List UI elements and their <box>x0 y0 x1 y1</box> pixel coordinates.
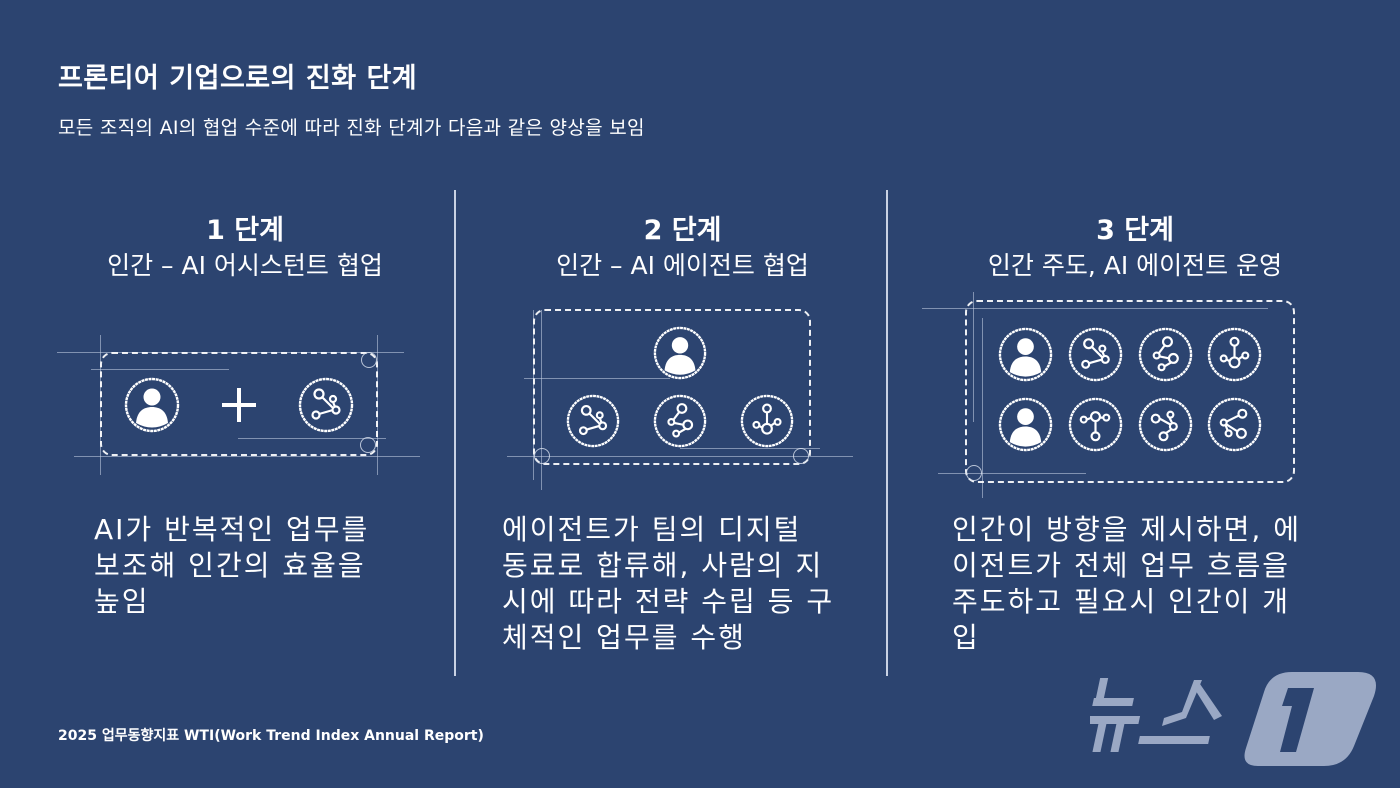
guide-line <box>973 292 974 422</box>
agent-network-icon <box>653 394 707 448</box>
stage-1-description: AI가 반복적인 업무를 보조해 인간의 효율을 높임 <box>94 513 370 618</box>
agent-network-icon <box>1138 397 1193 452</box>
guide-line <box>238 438 386 439</box>
person-icon <box>998 327 1053 382</box>
stage-2-frame <box>533 309 811 465</box>
agent-network-icon <box>298 377 354 433</box>
agent-network-icon <box>740 394 794 448</box>
agent-network-icon <box>1068 327 1123 382</box>
stage-1-label: 1 단계 <box>206 215 284 246</box>
stage-3-frame <box>965 300 1295 483</box>
corner-ring <box>360 437 376 453</box>
guide-line <box>91 369 229 370</box>
stage-1-frame <box>100 352 378 456</box>
person-icon <box>998 397 1053 452</box>
stage-1-subtitle: 인간 – AI 어시스턴트 협업 <box>107 251 383 280</box>
stage-1-header: 1 단계 인간 – AI 어시스턴트 협업 <box>60 212 430 282</box>
page-title: 프론티어 기업으로의 진화 단계 <box>58 63 418 94</box>
agent-network-icon <box>1207 327 1262 382</box>
guide-line <box>74 456 420 457</box>
agent-network-icon <box>566 394 620 448</box>
page-subtitle: 모든 조직의 AI의 협업 수준에 따라 진화 단계가 다음과 같은 양상을 보… <box>58 117 645 139</box>
news1-watermark-logo <box>1090 672 1376 766</box>
stage-2-label: 2 단계 <box>643 215 722 246</box>
column-divider-2 <box>886 190 888 676</box>
guide-line <box>982 318 983 498</box>
guide-line <box>938 473 1086 474</box>
agent-network-icon <box>1068 397 1123 452</box>
guide-line <box>507 456 853 457</box>
guide-line <box>680 448 820 449</box>
stage-3-subtitle: 인간 주도, AI 에이전트 운영 <box>987 251 1283 280</box>
corner-ring <box>534 448 550 464</box>
plus-icon <box>222 388 256 422</box>
column-divider-1 <box>454 190 456 676</box>
agent-network-icon <box>1207 397 1262 452</box>
source-citation: 2025 업무동향지표 WTI(Work Trend Index Annual … <box>58 728 484 744</box>
stage-3-description: 인간이 방향을 제시하면, 에 이전트가 전체 업무 흐름을 주도하고 필요시 … <box>952 513 1301 654</box>
stage-2-description: 에이전트가 팀의 디지털 동료로 합류해, 사람의 지 시에 따라 전략 수립 … <box>502 513 835 654</box>
person-icon <box>124 377 180 433</box>
guide-line <box>922 308 1268 309</box>
stage-2-header: 2 단계 인간 – AI 에이전트 협업 <box>490 212 875 282</box>
corner-ring <box>361 352 377 368</box>
corner-ring <box>966 465 982 481</box>
agent-network-icon <box>1138 327 1193 382</box>
stage-3-label: 3 단계 <box>1096 215 1174 246</box>
stage-3-header: 3 단계 인간 주도, AI 에이전트 운영 <box>920 212 1350 282</box>
stage-2-subtitle: 인간 – AI 에이전트 협업 <box>556 251 809 280</box>
corner-ring <box>793 448 809 464</box>
person-icon <box>653 326 707 380</box>
guide-line <box>524 378 670 379</box>
guide-line <box>541 310 542 490</box>
